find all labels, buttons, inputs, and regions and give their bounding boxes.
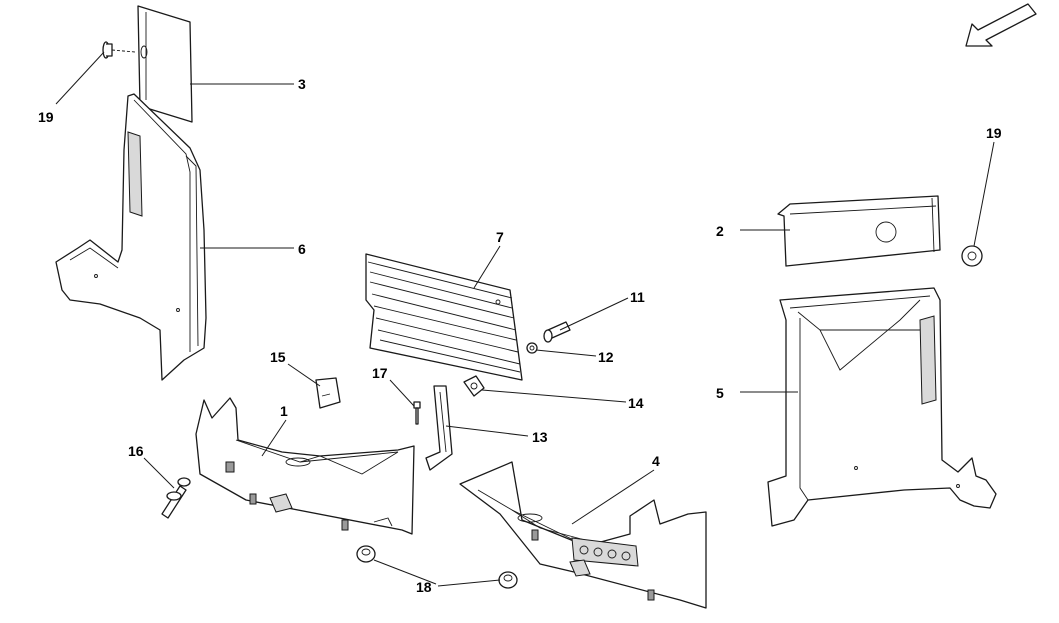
part-1-lower-liner — [195, 397, 415, 535]
direction-arrow-icon — [965, 3, 1037, 47]
callout-14: 14 — [628, 395, 644, 411]
part-15-bracket — [315, 377, 341, 409]
part-17-screw — [413, 401, 421, 425]
callout-19-left: 19 — [38, 109, 54, 125]
callout-15: 15 — [270, 349, 286, 365]
callout-17: 17 — [372, 365, 388, 381]
callout-4: 4 — [652, 453, 660, 469]
part-5-large-liner — [767, 287, 997, 527]
callout-18: 18 — [416, 579, 432, 595]
callout-11: 11 — [630, 289, 645, 305]
callout-7: 7 — [496, 229, 504, 245]
leader-lines — [55, 51, 995, 587]
part-2-upper-panel — [777, 195, 941, 267]
part-19-grommet-right — [961, 245, 983, 267]
part-13-strip — [425, 385, 453, 471]
callout-6: 6 — [298, 241, 306, 257]
part-3-cover-panel — [137, 5, 193, 123]
part-18-grommet-right — [498, 571, 518, 589]
part-14-clip — [463, 375, 485, 397]
callout-12: 12 — [598, 349, 614, 365]
callout-2: 2 — [716, 223, 724, 239]
part-19-clip-left — [102, 41, 136, 59]
callout-13: 13 — [532, 429, 548, 445]
callout-labels: 1 2 3 4 5 6 7 11 12 13 14 15 16 17 18 19… — [38, 76, 1002, 595]
part-12-washer — [526, 342, 538, 354]
callout-1: 1 — [280, 403, 288, 419]
part-16-pin — [161, 477, 191, 519]
part-18-grommet-left — [356, 545, 376, 563]
part-7-ribbed-panel — [365, 253, 523, 381]
callout-16: 16 — [128, 443, 144, 459]
callout-5: 5 — [716, 385, 724, 401]
callout-19-right: 19 — [986, 125, 1002, 141]
callout-3: 3 — [298, 76, 306, 92]
part-11-bolt — [543, 321, 571, 343]
part-4-lower-liner — [459, 461, 707, 609]
part-6-side-liner — [55, 93, 207, 381]
